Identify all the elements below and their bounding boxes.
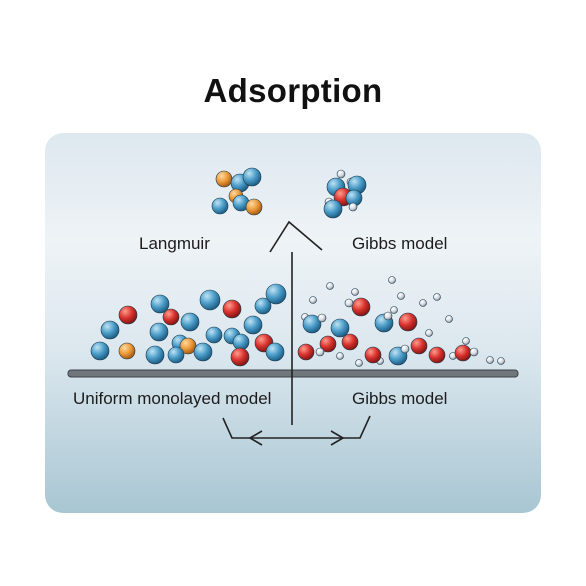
adsorbent-surface	[67, 369, 519, 378]
label-gibbs-model-bottom: Gibbs model	[352, 389, 448, 408]
gibbs-adsorbed-layer	[297, 276, 505, 367]
label-langmuir: Langmuir	[139, 234, 210, 253]
langmuir-molecule	[211, 167, 263, 216]
double-arrow	[222, 415, 371, 446]
page-title: Adsorption	[203, 72, 383, 109]
langmuir-adsorbed-layer	[90, 283, 287, 367]
vertical-arrow	[269, 220, 323, 425]
label-uniform-monolayer-model: Uniform monolayed model	[73, 389, 272, 408]
label-gibbs-model-top: Gibbs model	[352, 234, 448, 253]
gibbs-molecule	[323, 169, 367, 219]
